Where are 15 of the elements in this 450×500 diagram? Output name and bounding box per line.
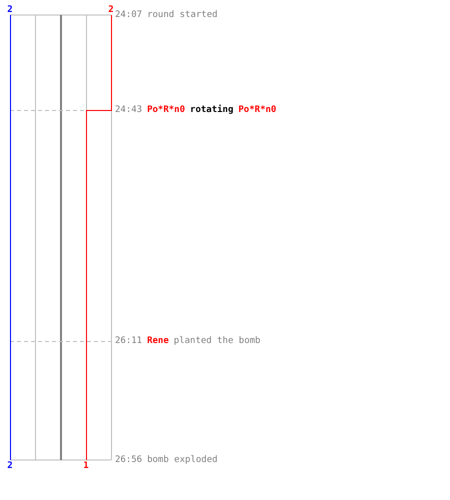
event-text: 26:11 xyxy=(115,335,142,347)
player-name: Po*R*n0 xyxy=(147,104,186,116)
event-text: bomb exploded xyxy=(147,454,218,466)
event-text: 24:07 xyxy=(115,9,142,21)
event-text: planted the bomb xyxy=(174,335,260,347)
player-count: 2 xyxy=(7,461,13,471)
player-name: rotating xyxy=(190,104,234,116)
player-count: 2 xyxy=(7,5,13,15)
player-name: Po*R*n0 xyxy=(238,104,276,116)
player-name: Rene xyxy=(147,335,169,347)
event-text: 26:56 xyxy=(115,454,142,466)
event-text: round started xyxy=(147,9,218,21)
player-count: 1 xyxy=(83,461,89,471)
player-count: 2 xyxy=(108,5,114,15)
event-text: 24:43 xyxy=(115,104,142,116)
